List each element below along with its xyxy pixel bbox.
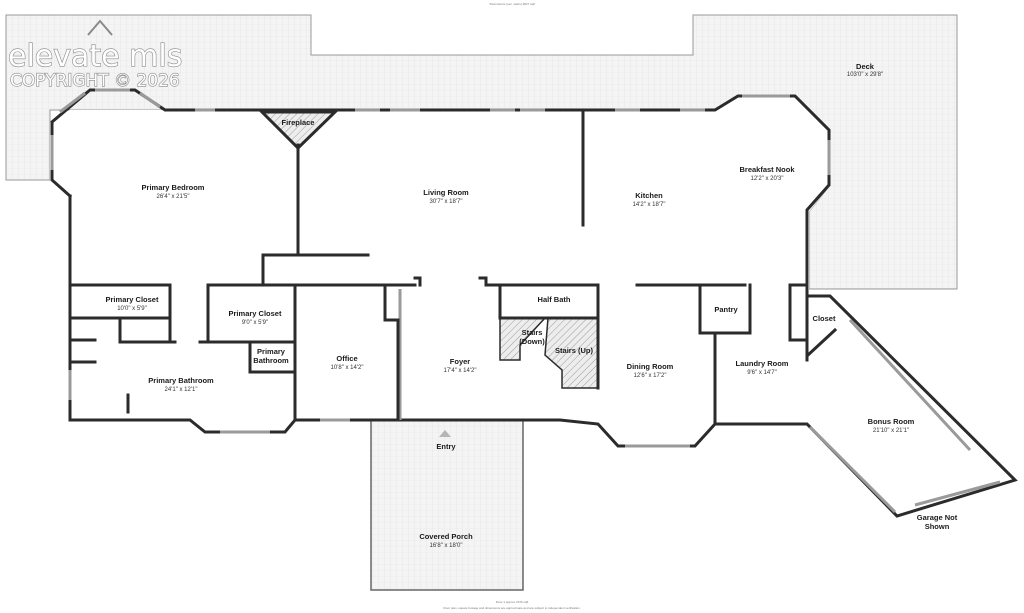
- kitchen-dims: 14'2" x 18'7": [633, 202, 666, 208]
- half-bath-label: Half Bath: [538, 295, 571, 304]
- primary-bathroom-small-label-line2: Bathroom: [253, 356, 289, 365]
- disclaimer: Floor plan, square footage and dimension…: [443, 606, 581, 610]
- header-note: Total interior (exc. stairs) 3827 sqft: [489, 2, 535, 6]
- covered-porch-dims: 16'8" x 18'0": [430, 543, 463, 549]
- primary-closet-1-label: Primary Closet: [106, 295, 159, 304]
- dining-room-label: Dining Room: [627, 362, 674, 371]
- foyer-dims: 17'4" x 14'2": [444, 368, 477, 374]
- primary-bedroom-dims: 26'4" x 21'5": [157, 194, 190, 200]
- interior-floor: [50, 95, 1015, 516]
- primary-bathroom-small-label-line1: Primary: [257, 347, 286, 356]
- primary-closet-2-label: Primary Closet: [229, 309, 282, 318]
- breakfast-nook-dims: 12'2" x 20'3": [751, 176, 784, 182]
- office-dims: 10'8" x 14'2": [331, 365, 364, 371]
- watermark-brand: elevate mls: [8, 39, 182, 74]
- bonus-room-label: Bonus Room: [868, 417, 915, 426]
- primary-bathroom-dims: 24'1" x 12'1": [165, 387, 198, 393]
- floor-note: Floor 1 approx 3726 sqft: [496, 600, 529, 604]
- kitchen-label: Kitchen: [635, 191, 663, 200]
- garage-label-line1: Garage Not: [917, 513, 958, 522]
- bonus-room-dims: 21'10" x 21'1": [873, 428, 909, 434]
- pantry-label: Pantry: [714, 305, 738, 314]
- interior-walls: [68, 108, 838, 426]
- deck-dims: 103'0" x 29'8": [847, 72, 883, 78]
- office-label: Office: [336, 354, 357, 363]
- laundry-room-dims: 9'6" x 14'7": [747, 370, 777, 376]
- covered-porch-label: Covered Porch: [419, 532, 473, 541]
- windows: [50, 88, 1001, 514]
- dining-room-dims: 12'6" x 17'2": [634, 373, 667, 379]
- covered-porch-area: [370, 419, 524, 591]
- watermark-logo-mark: [87, 19, 113, 36]
- primary-closet-1-dims: 10'0" x 5'9": [117, 306, 147, 312]
- foyer-label: Foyer: [450, 357, 471, 366]
- primary-bedroom-label: Primary Bedroom: [142, 183, 205, 192]
- closet-label: Closet: [813, 314, 836, 323]
- fireplace-label: Fireplace: [282, 118, 315, 127]
- stairs-down-label-line1: Stairs: [522, 328, 543, 337]
- fireplace-shape: [258, 110, 339, 151]
- primary-closet-2-dims: 9'0" x 5'9": [242, 320, 268, 326]
- stairs-up-label: Stairs (Up): [555, 346, 593, 355]
- living-room-dims: 30'7" x 18'7": [430, 199, 463, 205]
- stairs-down-label-line2: (Down): [519, 337, 545, 346]
- primary-bathroom-label: Primary Bathroom: [148, 376, 214, 385]
- laundry-room-label: Laundry Room: [736, 359, 789, 368]
- watermark-copyright: COPYRIGHT © 2026: [10, 71, 180, 91]
- entry-arrow-icon: [439, 430, 451, 437]
- deck-label: Deck: [856, 62, 875, 71]
- entry-label: Entry: [436, 442, 456, 451]
- watermark: elevate mls COPYRIGHT © 2026: [7, 19, 183, 92]
- breakfast-nook-label: Breakfast Nook: [739, 165, 795, 174]
- living-room-label: Living Room: [423, 188, 469, 197]
- garage-label-line2: Shown: [925, 522, 950, 531]
